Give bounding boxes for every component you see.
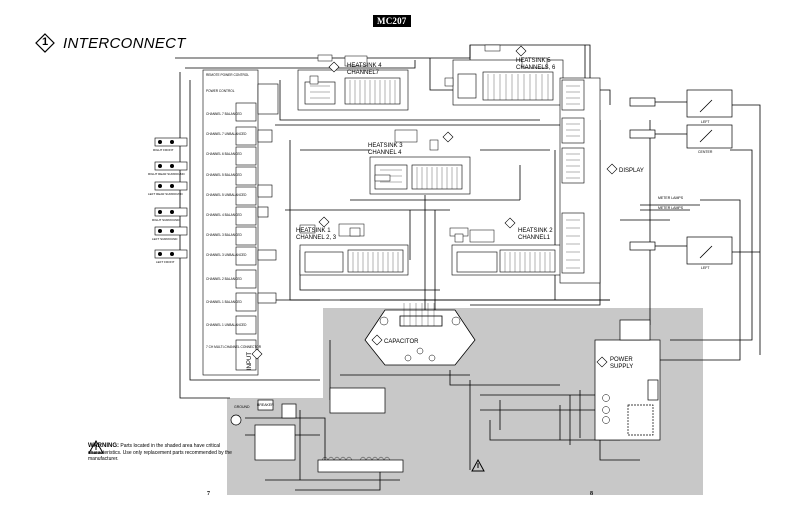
input-label: INPUT bbox=[247, 352, 253, 370]
power-supply-label-1: POWER bbox=[610, 357, 633, 363]
critical-shaded-area bbox=[227, 308, 703, 495]
input-item-13: CHANNEL 1 UNBALANCED bbox=[206, 323, 247, 327]
section-title: INTERCONNECT bbox=[63, 34, 186, 52]
heatsink2-channel: CHANNEL1 bbox=[518, 235, 551, 241]
input-item-6: CHANNEL 5 BALANCED bbox=[206, 173, 243, 177]
heatsink5-label: HEATSINK 5 bbox=[516, 58, 551, 64]
critical-parts-warning: WARNING: Parts located in the shaded are… bbox=[88, 443, 238, 463]
speaker-label-5: LEFT SURROUND bbox=[152, 237, 178, 241]
section-heading: 1 INTERCONNECT bbox=[35, 32, 186, 54]
display-board bbox=[559, 77, 601, 284]
page-number-left: 7 bbox=[207, 491, 210, 497]
input-item-2: POWER CONTROL bbox=[206, 89, 235, 93]
ground-label: GROUND bbox=[234, 405, 250, 409]
input-item-11: CHANNEL 2 BALANCED bbox=[206, 277, 243, 281]
input-item-1: REMOTE POWER CONTROL bbox=[206, 73, 249, 77]
model-tag: MC207 bbox=[373, 15, 411, 27]
input-item-5: CHANNEL 6 BALANCED bbox=[206, 152, 243, 156]
page-number-right: 8 bbox=[590, 491, 593, 497]
capacitor-label: CAPACITOR bbox=[384, 339, 419, 345]
input-item-12: CHANNEL 1 BALANCED bbox=[206, 300, 243, 304]
heatsink2-label: HEATSINK 2 bbox=[518, 228, 553, 234]
speaker-label-6: LEFT FRONT bbox=[156, 260, 175, 264]
meters bbox=[629, 89, 733, 265]
section-number: 1 bbox=[41, 36, 49, 48]
heatsink1-channel: CHANNEL 2, 3 bbox=[296, 235, 337, 241]
section-number-badge: 1 bbox=[35, 33, 55, 53]
meter-label-left-2: LEFT bbox=[701, 266, 710, 270]
warning-body: Parts located in the shaded area have cr… bbox=[88, 443, 232, 462]
meter-lamps-label-1: METER LAMPS bbox=[658, 196, 684, 200]
input-panel bbox=[202, 69, 279, 376]
input-item-14: 7 CH MULTI-CHANNEL CONNECTOR bbox=[206, 345, 262, 349]
meter-label-center: CENTER bbox=[698, 150, 713, 154]
input-item-9: CHANNEL 3 BALANCED bbox=[206, 233, 243, 237]
heatsink3-label: HEATSINK 3 bbox=[368, 143, 403, 149]
warning-head: WARNING: bbox=[88, 443, 119, 449]
speaker-label-1: RIGHT FRONT bbox=[153, 148, 174, 152]
breaker-label: BREAKER bbox=[257, 403, 274, 407]
heatsink4-label: HEATSINK 4 bbox=[347, 63, 382, 69]
capacitor-board bbox=[364, 309, 476, 366]
heatsink4-channel: CHANNEL7 bbox=[347, 70, 380, 76]
speaker-label-4: RIGHT SURROUND bbox=[152, 218, 180, 222]
heatsink1-label: HEATSINK 1 bbox=[296, 228, 331, 234]
speaker-label-3: LEFT REAR SURROUND bbox=[148, 192, 183, 196]
input-item-7: CHANNEL 5 UNBALANCED bbox=[206, 193, 247, 197]
heatsink3-channel: CHANNEL 4 bbox=[368, 150, 402, 156]
speaker-label-2: RIGHT REAR SURROUND bbox=[148, 172, 185, 176]
input-item-3: CHANNEL 7 BALANCED bbox=[206, 112, 243, 116]
meter-label-left: LEFT bbox=[701, 120, 710, 124]
power-supply bbox=[594, 319, 661, 441]
meter-lamps-label-2: METER LAMPS bbox=[658, 206, 684, 210]
display-label: DISPLAY bbox=[619, 168, 644, 174]
input-item-10: CHANNEL 3 UNBALANCED bbox=[206, 253, 247, 257]
transformer bbox=[254, 387, 404, 473]
input-item-8: CHANNEL 4 BALANCED bbox=[206, 213, 243, 217]
heatsink5-channel: CHANNELS, 6 bbox=[516, 65, 556, 71]
input-item-4: CHANNEL 7 UNBALANCED bbox=[206, 132, 247, 136]
power-supply-label-2: SUPPLY bbox=[610, 364, 633, 370]
